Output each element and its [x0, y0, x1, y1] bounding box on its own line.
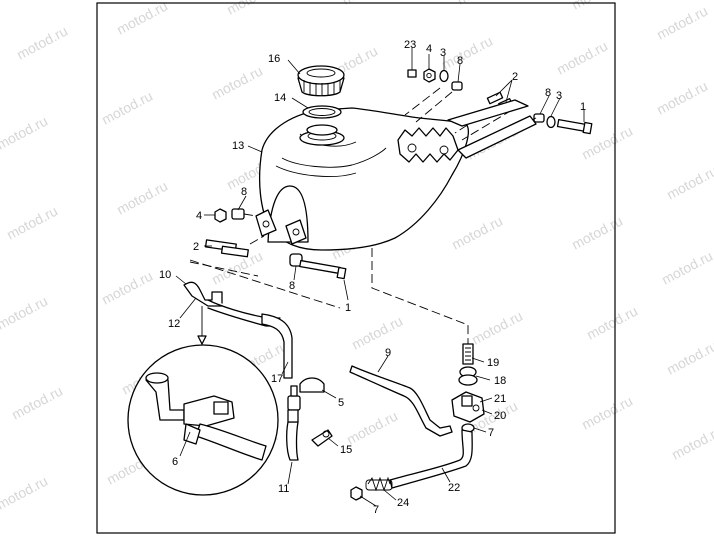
watermark-text: motod.ru: [114, 178, 170, 218]
callout-11: 11: [278, 483, 289, 495]
leader-lines: [175, 48, 585, 507]
watermark-text: motod.ru: [659, 248, 714, 288]
callout-8-left: 8: [241, 186, 247, 198]
callout-2-top: 2: [512, 71, 518, 83]
callout-10: 10: [159, 269, 171, 281]
callout-4-top: 4: [426, 43, 432, 55]
petcock-assembly: [451, 343, 485, 433]
watermark-text: motod.ru: [579, 393, 635, 433]
callout-8-lower: 8: [289, 280, 295, 292]
watermark-text: motod.ru: [439, 33, 495, 73]
watermark-text: motod.ru: [654, 78, 710, 118]
front-mount-hardware: [189, 208, 347, 309]
callout-5: 5: [338, 397, 344, 409]
callout-12: 12: [168, 318, 180, 330]
callout-21: 21: [494, 393, 506, 405]
vent-line: [349, 365, 453, 437]
callout-16: 16: [268, 53, 280, 65]
callout-2-left: 2: [193, 241, 199, 253]
callout-23: 23: [404, 39, 416, 51]
callout-13: 13: [232, 140, 244, 152]
callout-18: 18: [494, 375, 506, 387]
diagram-frame: [96, 2, 616, 534]
watermark-layer: motod.ru motod.ru motod.ru motod.ru motod.ru…: [0, 0, 714, 513]
watermark-text: motod.ru: [9, 383, 65, 423]
watermark-text: motod.ru: [209, 63, 265, 103]
callout-7-right: 7: [488, 427, 494, 439]
watermark-text: motod.ru: [14, 23, 70, 63]
watermark-text: motod.ru: [569, 213, 625, 253]
watermark-text: motod.ru: [569, 0, 625, 13]
fuel-line: [350, 429, 473, 501]
callout-22: 22: [448, 482, 460, 494]
callout-3-top: 3: [440, 47, 446, 59]
watermark-text: motod.ru: [664, 163, 714, 203]
watermark-text: motod.ru: [4, 203, 60, 243]
detail-view: [127, 306, 279, 496]
callout-8-top: 8: [457, 55, 463, 67]
callout-14: 14: [274, 92, 286, 104]
watermark-text: motod.ru: [99, 88, 155, 128]
cap-gasket: [302, 105, 342, 136]
fuel-cap: [297, 65, 345, 97]
callout-3-right: 3: [556, 90, 562, 102]
callout-6: 6: [172, 456, 178, 468]
callout-17: 17: [271, 373, 283, 385]
watermark-text: motod.ru: [654, 3, 710, 43]
watermark-text: motod.ru: [584, 303, 640, 343]
watermark-text: motod.ru: [344, 408, 400, 448]
watermark-text: motod.ru: [469, 308, 525, 348]
callout-4-left: 4: [196, 210, 202, 222]
watermark-text: motod.ru: [114, 0, 170, 38]
callout-15: 15: [340, 444, 352, 456]
watermark-text: motod.ru: [0, 293, 50, 333]
callout-7-bottom: 7: [373, 504, 379, 516]
callout-9: 9: [385, 347, 391, 359]
callout-8-right: 8: [545, 87, 551, 99]
watermark-text: motod.ru: [554, 38, 610, 78]
watermark-text: motod.ru: [664, 338, 714, 378]
callout-20: 20: [494, 410, 506, 422]
rear-mount-hardware: [404, 68, 593, 159]
watermark-text: motod.ru: [339, 0, 395, 8]
watermark-text: motod.ru: [0, 473, 50, 513]
watermark-text: motod.ru: [449, 213, 505, 253]
watermark-text: motod.ru: [454, 0, 510, 8]
watermark-text: motod.ru: [99, 268, 155, 308]
callout-1-right: 1: [580, 101, 586, 113]
crossover-lines: [183, 248, 469, 461]
callout-labels: 23 4 3 8 16 2 8 3 1 14 13 8 4 2 10 8 1 1…: [159, 39, 586, 516]
callout-24: 24: [397, 497, 409, 509]
watermark-text: motod.ru: [669, 423, 714, 463]
watermark-text: motod.ru: [0, 113, 50, 153]
callout-1-lower: 1: [345, 302, 351, 314]
fuel-tank: [255, 107, 469, 251]
watermark-text: motod.ru: [349, 313, 405, 353]
callout-19: 19: [487, 357, 499, 369]
